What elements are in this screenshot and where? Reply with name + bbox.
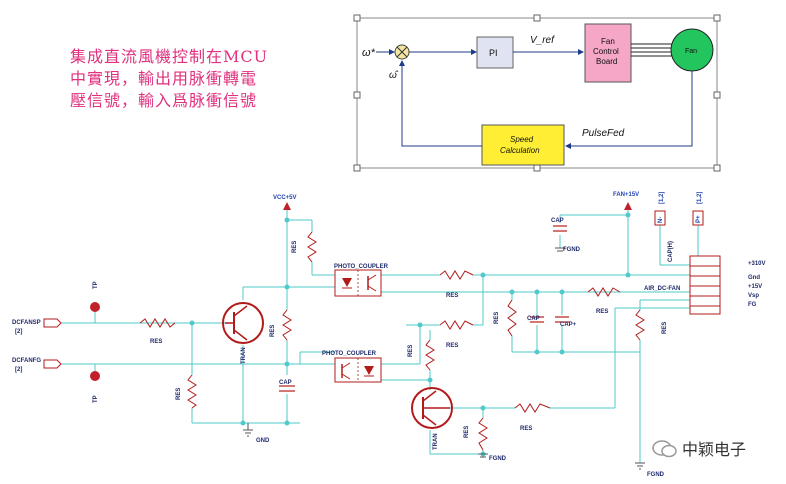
transistor-q2 (411, 387, 453, 429)
dcfansp-label: DCFANSP (12, 320, 41, 326)
vcc-label: VCC+5V (273, 195, 297, 201)
fan15-label: FAN+15V (613, 192, 639, 198)
cap-label-rc: CAP (527, 316, 540, 322)
resistor-vcc-top (307, 231, 317, 263)
res-label-opto1: RES (446, 293, 458, 299)
res-label-opto2: RES (446, 343, 458, 349)
cap-label-top: CAP (551, 218, 564, 224)
fan-control-board-block (584, 23, 632, 83)
n-minus-net-label: [1,2] (659, 192, 665, 204)
watermark: 中颖电子 (652, 436, 746, 460)
connector-label: AIR_DC-FAN (644, 286, 680, 292)
photo-coupler-1-label: PHOTO_COUPLER (334, 264, 389, 270)
res-label-vcc-top: RES (292, 241, 298, 253)
dcfanfg-label: DCFANFG (12, 358, 41, 364)
dcfanfg-sub-label: [2] (15, 367, 22, 373)
resistor-q1-base-down (187, 374, 197, 409)
photo-coupler-2-label: PHOTO_COUPLER (322, 351, 377, 357)
n-minus-label: N- (658, 217, 664, 223)
cap-label-vcc: CAP (279, 380, 292, 386)
dcfansp-port-icon (43, 318, 62, 328)
resistor-rc-left (507, 299, 517, 337)
tran-label-q1: TRAN (241, 347, 247, 364)
note-line-2: 中實現，輸出用脉衝轉電 (70, 69, 258, 88)
tp-fg-icon (90, 371, 100, 381)
fgnd-label-mid: FGND (489, 456, 507, 462)
tran-label-q2: TRAN (433, 433, 439, 450)
n-minus-port-icon (654, 210, 666, 226)
p-plus-label: P+ (696, 215, 702, 223)
tp-sp-icon (90, 302, 100, 312)
pin-gnd-label: Gnd (748, 275, 760, 281)
resistor-opto1-out (439, 270, 474, 280)
res-label-q2: RES (520, 426, 532, 432)
res-label-rc-left: RES (494, 312, 500, 324)
p-plus-net-label: [1,2] (697, 192, 703, 204)
v-ref-label: V_ref (530, 35, 555, 46)
fan-control-line-3: Board (596, 57, 617, 66)
res-label-q1-base: RES (176, 388, 182, 400)
fgnd-label-top: FGND (563, 247, 581, 253)
wechat-logo-icon (652, 440, 678, 458)
speed-calc-line-1: Speed (510, 135, 534, 144)
res-label-opto2-down: RES (408, 345, 414, 357)
vcc-arrow-icon (283, 202, 291, 210)
photo-coupler-2 (334, 357, 382, 383)
res-label-vcc-mid: RES (270, 325, 276, 337)
resistor-q2-collector (514, 403, 551, 413)
omega-feedback-label: ω̂ (389, 69, 399, 81)
pin-310v-label: +310V (748, 261, 766, 267)
resistor-fg-rail (635, 309, 645, 341)
omega-ref-label: ω* (362, 47, 376, 59)
res-label-q2-emitter: RES (464, 426, 470, 438)
gnd-label: GND (256, 438, 270, 444)
p-plus-port-icon (692, 210, 704, 226)
fan15-arrow-icon (624, 202, 632, 210)
transistor-q1 (222, 302, 264, 344)
pin-fg-label: FG (748, 302, 757, 308)
res-label-right: RES (596, 309, 608, 315)
control-block-diagram: ω* ω̂ PI V_ref Fan Control Board Fan Pul… (353, 14, 721, 172)
resistor-opto2-out (425, 339, 435, 371)
cap-plus-label: CAP+ (560, 322, 577, 328)
speed-calc-line-2: Calculation (500, 146, 540, 155)
cap-h-label: CAP(H) (668, 241, 674, 262)
chinese-description-note: 集成直流風機控制在MCU 中實現，輸出用脉衝轉電 壓信號，輸入爲脉衝信號 (70, 46, 290, 112)
resistor-q2-emitter (478, 417, 488, 451)
resistor-vcc-mid (282, 309, 292, 341)
fan-connector-block (689, 255, 721, 315)
fan-control-line-1: Fan (601, 37, 615, 46)
resistor-right-top (587, 287, 621, 297)
tp-label-top: TP (93, 281, 99, 289)
tp-label-bottom: TP (93, 395, 99, 403)
res-label-fg-rail: RES (662, 322, 668, 334)
pi-label: PI (489, 48, 498, 58)
dcfansp-sub-label: [2] (15, 329, 22, 335)
resistor-sp (139, 318, 176, 328)
pin-15v-label: +15V (748, 284, 762, 290)
speed-calculation-block (481, 124, 565, 166)
pulse-fed-label: PulseFed (582, 128, 625, 139)
dcfanfg-port-icon (43, 359, 62, 369)
resistor-opto2-in (439, 320, 474, 330)
fan-control-line-2: Control (593, 47, 619, 56)
res-label-sp: RES (150, 339, 162, 345)
pin-vsp-label: Vsp (748, 293, 759, 299)
fan-driver-schematic: VCC+5V FAN+15V PHOTO_COUPLER PHOTO_COUPL… (12, 192, 766, 478)
photo-coupler-1 (334, 269, 382, 297)
fan-label: Fan (685, 48, 697, 55)
fgnd-label-bottom: FGND (647, 472, 665, 478)
note-line-3: 壓信號，輸入爲脉衝信號 (70, 91, 258, 110)
note-line-1: 集成直流風機控制在MCU (70, 47, 269, 66)
watermark-text: 中颖电子 (682, 440, 747, 459)
